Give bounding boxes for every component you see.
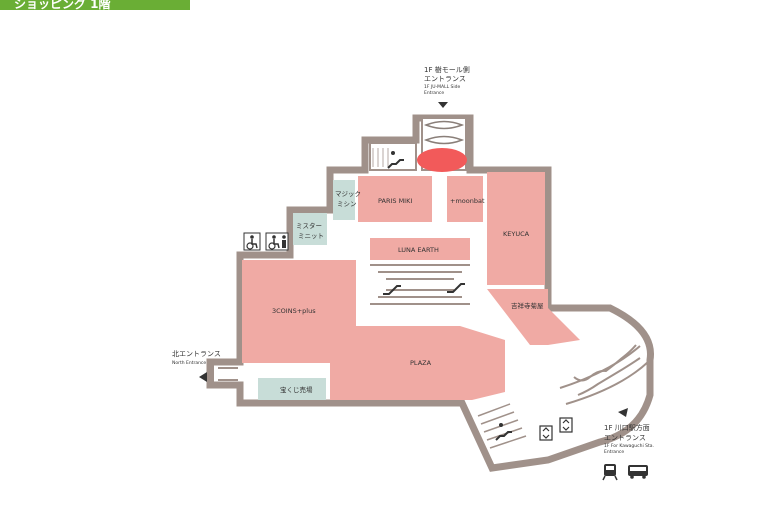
shop-plaza[interactable]	[330, 326, 505, 400]
north-entrance-door	[212, 365, 238, 383]
label-moonbat: +moonbat	[450, 197, 485, 205]
east-curved-corridor	[559, 344, 649, 405]
accessible-toilet-icon	[265, 232, 289, 251]
entrance-east-en2: Entrance	[604, 449, 624, 455]
shop-moonbat[interactable]	[447, 176, 483, 222]
floor-tab: ショッピング 1階	[0, 0, 190, 11]
central-escalators	[370, 264, 470, 305]
entrance-east-en: 1F For Kawaguchi Sta.	[604, 443, 654, 449]
label-magic-mishin-2: ミシン	[337, 200, 357, 208]
floor-tab-label: ショッピング 1階	[14, 0, 111, 11]
entrance-east-ja2: エントランス	[604, 434, 646, 442]
label-plaza: PLAZA	[410, 359, 432, 367]
elevator-icon	[539, 425, 553, 441]
label-takarakuji: 宝くじ売場	[280, 385, 313, 394]
label-paris-miki: PARIS MIKI	[378, 197, 412, 205]
label-three-coins: 3COINS+plus	[272, 307, 316, 315]
current-location-marker	[417, 148, 467, 172]
label-luna-earth: LUNA EARTH	[398, 246, 439, 254]
elevator-icon	[559, 417, 573, 433]
entrance-top-en: 1F JU-MALL Side	[424, 84, 460, 90]
label-magic-mishin-1: マジック	[335, 190, 361, 198]
shop-mister-minit[interactable]	[293, 213, 327, 245]
stairs-icon	[387, 151, 404, 169]
train-icon	[602, 464, 618, 481]
entrance-top-ja: 1F 樹モール側	[424, 65, 470, 74]
entrance-east-ja: 1F 川口駅方面	[604, 423, 650, 432]
label-keyuca: KEYUCA	[503, 230, 530, 238]
shop-kichijoji[interactable]	[487, 289, 580, 345]
entrance-arrow-icon	[618, 408, 628, 417]
entrance-top-en2: Entrance	[424, 90, 444, 96]
stairs-icon	[495, 423, 512, 441]
escalator-icon	[383, 283, 465, 295]
shop-takarakuji[interactable]	[258, 378, 326, 400]
shop-magic-mishin[interactable]	[333, 180, 355, 220]
entrance-arrow-icon	[438, 102, 448, 108]
entrance-north-ja: 北エントランス	[172, 350, 221, 358]
bus-icon	[628, 465, 648, 479]
wheelchair-icon	[243, 232, 261, 251]
shop-paris-miki[interactable]	[358, 176, 432, 222]
shop-three-coins[interactable]	[242, 260, 356, 363]
shop-luna-earth[interactable]	[370, 238, 470, 260]
entrance-north-en: North Entrance	[172, 360, 206, 366]
entrance-top-ja2: エントランス	[424, 75, 466, 83]
label-mister-minit-1: ミスター	[296, 221, 322, 230]
label-mister-minit-2: ミニット	[298, 232, 324, 240]
building-outline	[206, 114, 654, 472]
label-kichijoji: 吉祥寺菊屋	[511, 301, 544, 310]
stairs-area-top	[369, 142, 417, 171]
shop-keyuca[interactable]	[487, 172, 545, 285]
entrance-arrow-icon	[199, 372, 207, 382]
